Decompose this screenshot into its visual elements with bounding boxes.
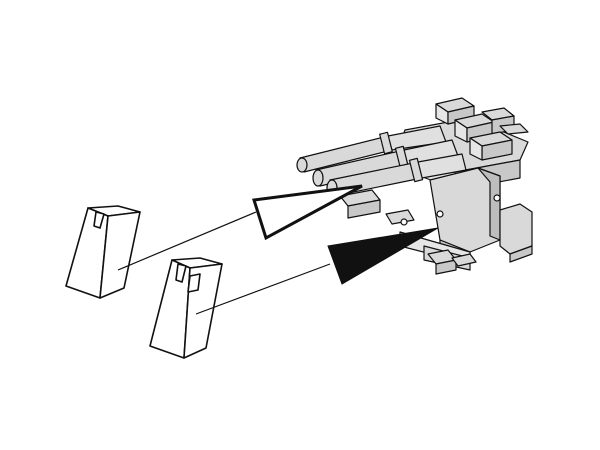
- turret-mount: [339, 167, 533, 275]
- small-block-part: [65, 205, 141, 299]
- leader-line-a: [117, 211, 257, 271]
- leader-line-b: [195, 263, 331, 315]
- solid-triangle-arrow: [327, 227, 439, 285]
- open-triangle-arrow: [252, 184, 363, 241]
- gun-turret-model: [296, 97, 533, 275]
